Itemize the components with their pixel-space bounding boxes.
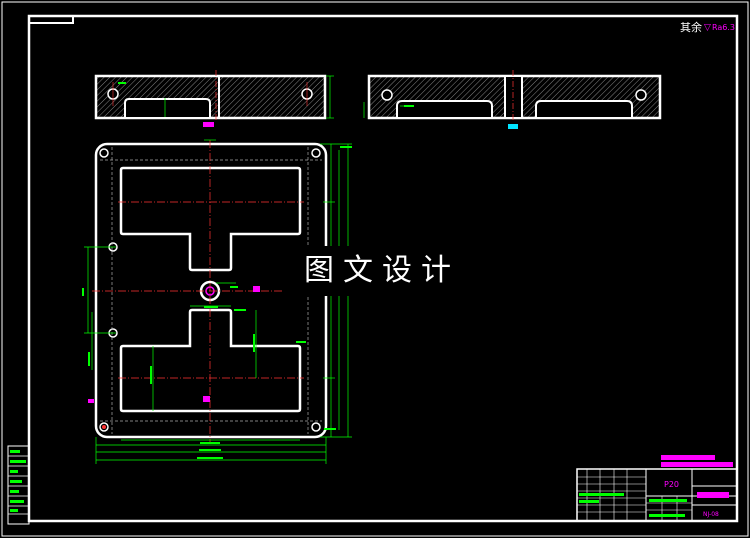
section-view-left [94,70,334,127]
part-code: P20 [664,480,679,489]
roughness-symbol: ▽ [704,23,711,33]
roughness-note: 其余 ▽ Ra6.3 [680,20,735,34]
revision-strip [7,445,30,525]
watermark: 图文设计 [282,246,482,296]
plan-view [88,140,330,442]
dimension-lines [84,139,352,464]
dimension-marks [82,82,414,459]
drawing-number: NJ-08 [703,511,719,518]
title-block: P20 NJ-08 [576,455,738,522]
section-view-right [363,70,662,129]
inner-border [27,14,739,523]
corner-tab [28,15,74,24]
roughness-value: Ra6.3 [712,23,735,32]
roughness-label: 其余 [680,20,702,34]
